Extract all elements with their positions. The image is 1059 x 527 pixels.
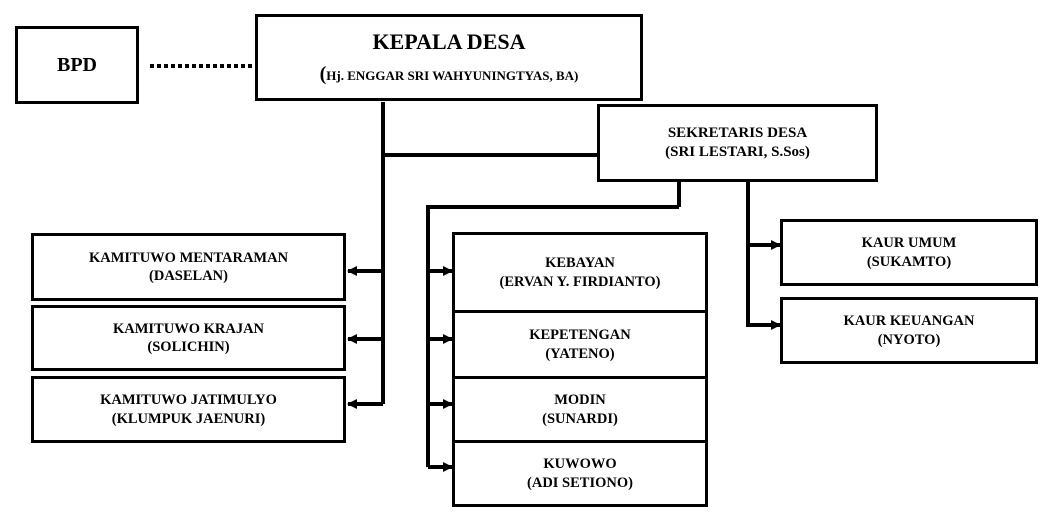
- bpd-label: BPD: [57, 53, 97, 76]
- kamituwo-jatimulyo-box: KAMITUWO JATIMULYO (KLUMPUK JAENURI): [31, 376, 346, 443]
- kepala-desa-name-prefix: (: [319, 62, 327, 85]
- kaur-title: KAUR UMUM: [861, 235, 957, 252]
- kaur-title: KAUR KEUANGAN: [843, 313, 975, 330]
- kaur-umum-box: KAUR UMUM (SUKAMTO): [780, 219, 1038, 286]
- kepala-desa-box: KEPALA DESA (Hj. ENGGAR SRI WAHYUNINGTYA…: [255, 14, 643, 101]
- kamituwo-krajan-box: KAMITUWO KRAJAN (SOLICHIN): [31, 305, 346, 371]
- staff-name: (ERVAN Y. FIRDIANTO): [499, 273, 661, 290]
- staff-name: (YATENO): [545, 345, 615, 362]
- kamituwo-mentaraman-box: KAMITUWO MENTARAMAN (DASELAN): [31, 233, 346, 301]
- staff-name: (SUNARDI): [542, 410, 618, 427]
- kaur-name: (NYOTO): [877, 331, 941, 348]
- kamituwo-name: (DASELAN): [149, 268, 228, 284]
- kepala-desa-name-text: Hj. ENGGAR SRI WAHYUNINGTYAS, BA): [326, 67, 579, 83]
- staff-title: MODIN: [554, 392, 606, 409]
- bpd-box: BPD: [15, 26, 139, 104]
- sekretaris-desa-title: SEKRETARIS DESA: [667, 125, 808, 142]
- kaur-name: (SUKAMTO): [866, 253, 952, 270]
- kepala-desa-title: KEPALA DESA: [372, 29, 526, 55]
- sekretaris-desa-name: (SRI LESTARI, S.Sos): [665, 144, 810, 160]
- kamituwo-title: KAMITUWO MENTARAMAN: [88, 249, 289, 266]
- staff-title: KEBAYAN: [545, 255, 615, 272]
- kebayan-box: KEBAYAN (ERVAN Y. FIRDIANTO): [452, 232, 708, 313]
- staff-name: (ADI SETIONO): [527, 474, 633, 491]
- sekretaris-desa-box: SEKRETARIS DESA (SRI LESTARI, S.Sos): [597, 104, 878, 182]
- kuwowo-box: KUWOWO (ADI SETIONO): [452, 440, 708, 507]
- kamituwo-name: (SOLICHIN): [147, 339, 230, 355]
- modin-box: MODIN (SUNARDI): [452, 376, 708, 443]
- staff-title: KUWOWO: [543, 456, 617, 473]
- kepetengan-box: KEPETENGAN (YATENO): [452, 310, 708, 379]
- kamituwo-name: (KLUMPUK JAENURI): [111, 410, 266, 427]
- kepala-desa-name: (Hj. ENGGAR SRI WAHYUNINGTYAS, BA): [320, 62, 579, 87]
- kamituwo-title: KAMITUWO JATIMULYO: [100, 392, 277, 409]
- kaur-keuangan-box: KAUR KEUANGAN (NYOTO): [780, 297, 1038, 364]
- staff-title: KEPETENGAN: [529, 327, 631, 344]
- kamituwo-title: KAMITUWO KRAJAN: [112, 320, 265, 337]
